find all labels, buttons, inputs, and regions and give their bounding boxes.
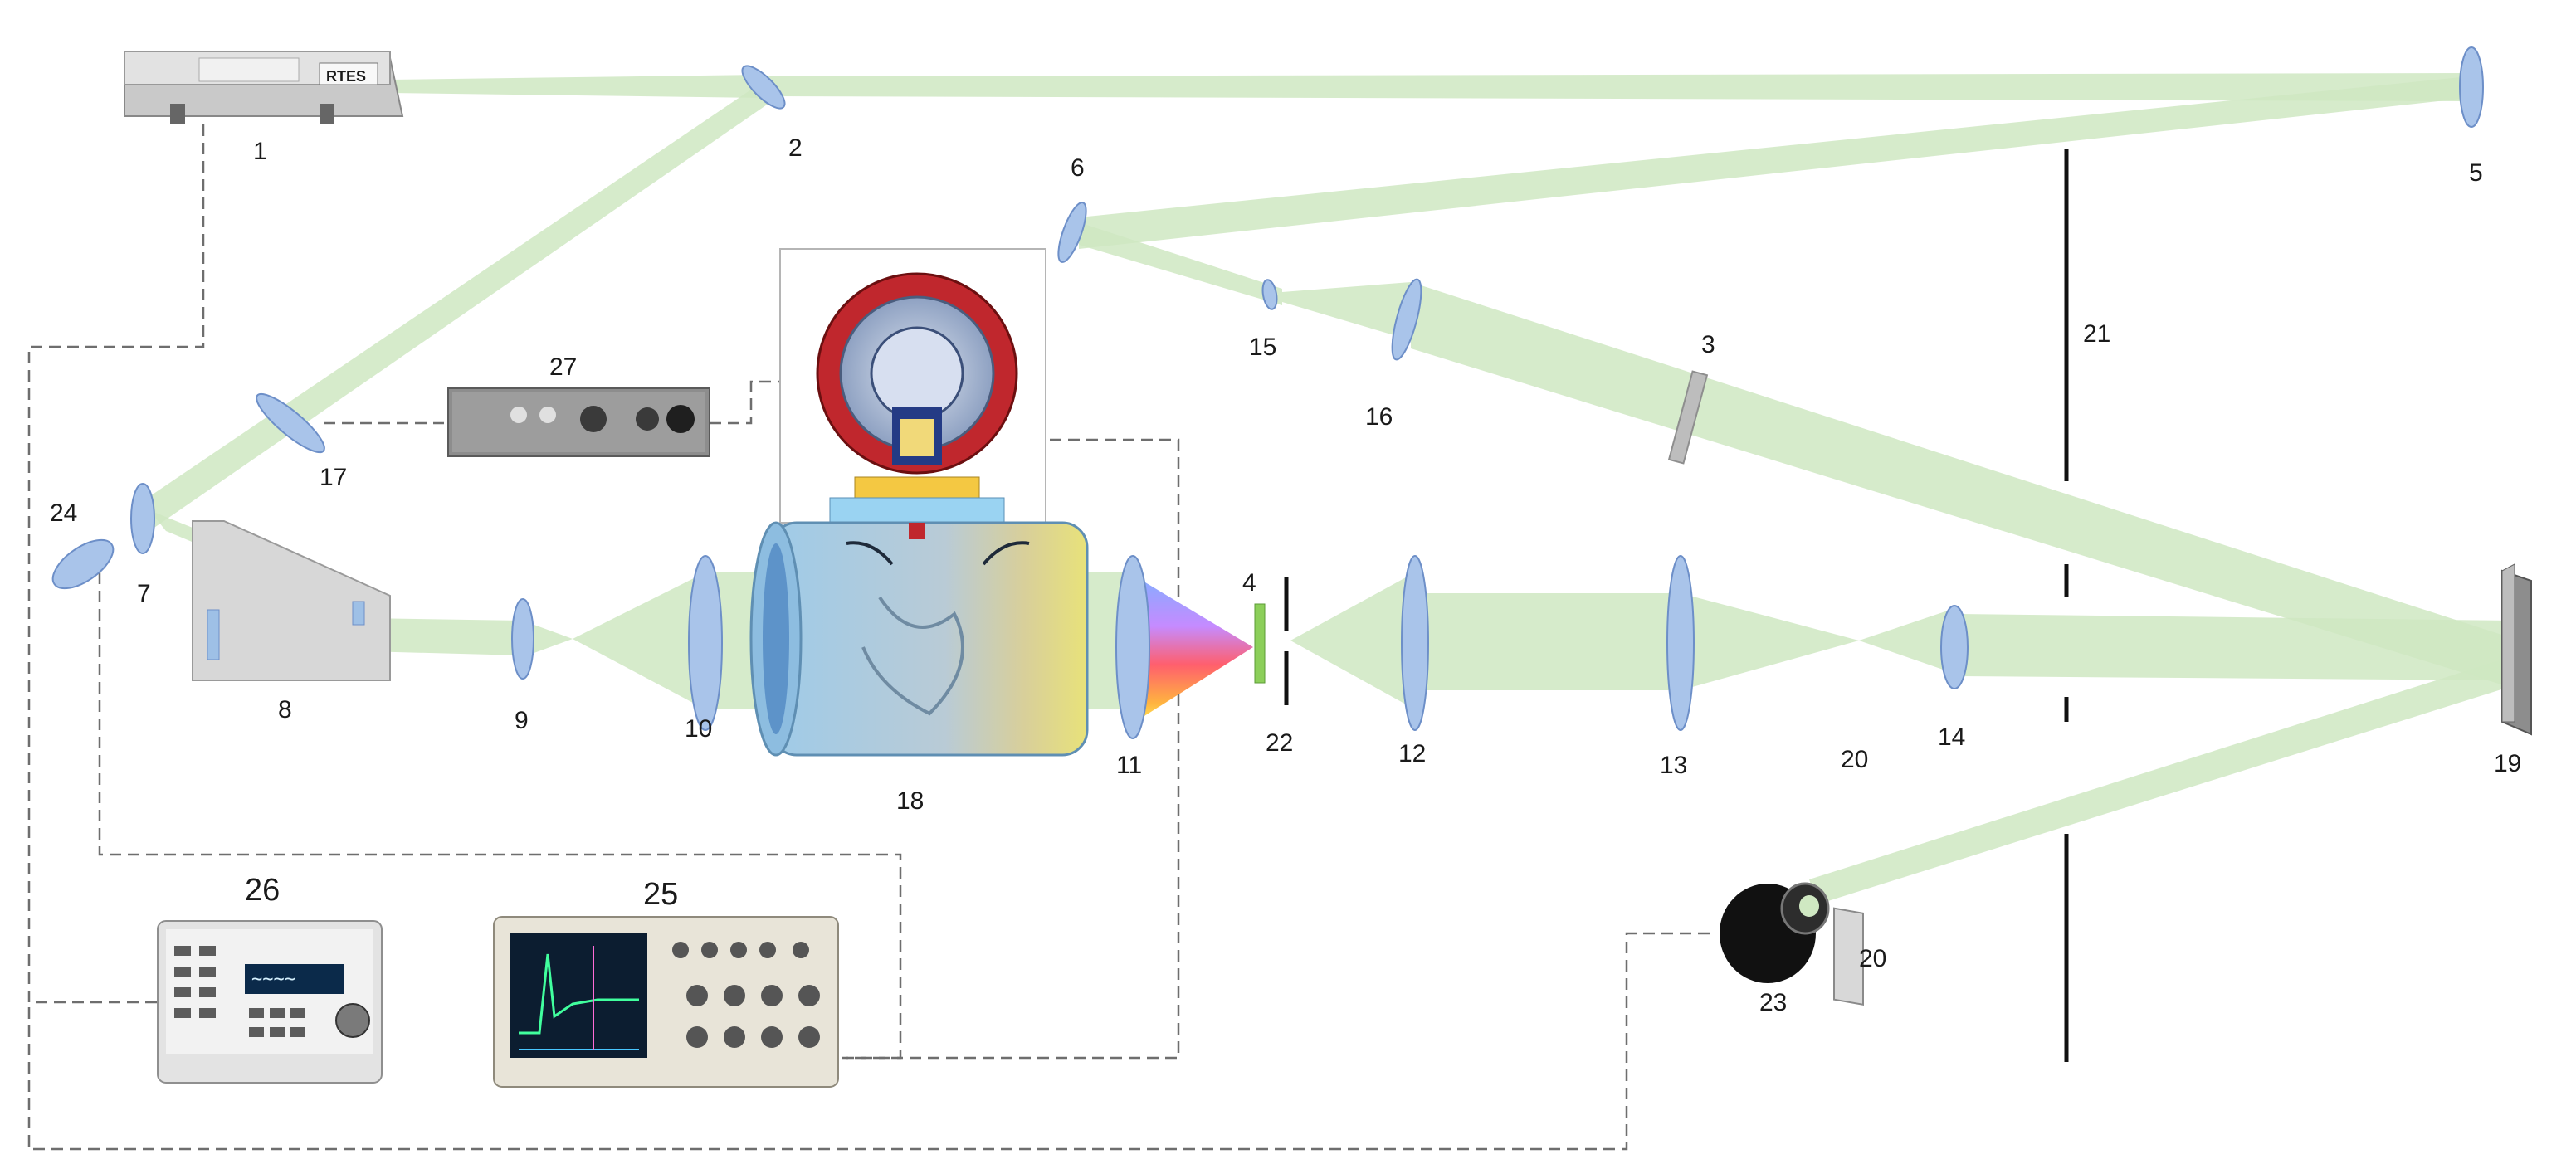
lens-16 (1391, 278, 1422, 361)
beam-mirror-2-to-lens-17 (133, 90, 772, 531)
lens-11 (1115, 555, 1150, 739)
lens-15 (1261, 279, 1278, 310)
label-13: 13 (1660, 752, 1687, 779)
component-labels: 1 2 3 4 5 6 7 8 9 10 11 12 13 14 15 16 1… (50, 134, 2521, 1016)
lens-10 (688, 555, 723, 731)
filter-4 (1254, 603, 1266, 684)
controller-27 (447, 387, 710, 457)
label-10: 10 (685, 715, 712, 743)
beam-lens-16-to-grating-19 (1411, 282, 2515, 689)
label-21: 21 (2083, 320, 2110, 348)
beam-lens-9-focus (523, 621, 573, 657)
cable-laser-trigger (27, 124, 205, 1004)
label-3: 3 (1701, 331, 1715, 358)
lens-9 (511, 598, 534, 680)
signal-cables (27, 124, 1710, 1151)
beam-lens-12-to-lens-13 (1415, 593, 1681, 690)
beam-mirror-6-to-lens-15 (1079, 222, 1282, 305)
beam-lens-13-to-filter-20 (1681, 593, 1859, 690)
lens-12 (1401, 555, 1429, 731)
lens-13 (1666, 555, 1695, 731)
label-26: 26 (245, 873, 280, 908)
beam-mirror-2-to-mirror-5 (768, 73, 2469, 101)
dispersion-cone (1129, 572, 1253, 726)
label-23: 23 (1759, 989, 1787, 1016)
beam-laser-to-mirror-2 (390, 75, 764, 98)
vacuum-chamber-18 (749, 248, 1089, 757)
label-1: 1 (253, 138, 267, 165)
beam-aperture-to-lens-12 (1290, 572, 1415, 709)
label-14: 14 (1938, 723, 1965, 751)
cable-chamber-to-scope (846, 438, 1180, 1060)
function-generator-26: ~~~~ (157, 920, 383, 1084)
filter-3 (1667, 370, 1709, 465)
label-24: 24 (50, 499, 77, 527)
beam-prism-to-lens-9 (365, 618, 523, 655)
oscilloscope-25 (493, 916, 839, 1088)
mirror-2 (741, 65, 786, 110)
beam-filter-20-to-lens-14 (1859, 610, 1950, 672)
label-12: 12 (1398, 740, 1426, 767)
cable-mirror-7-to-scope (98, 572, 902, 1060)
label-22: 22 (1266, 729, 1293, 757)
lens-17 (256, 392, 325, 454)
filter-20 (1833, 907, 1864, 1006)
label-11: 11 (1116, 752, 1142, 779)
label-2: 2 (788, 134, 803, 162)
mirror-24 (51, 538, 115, 590)
cable-detector-to-loop (27, 932, 1710, 1151)
laser-beams (133, 73, 2515, 904)
label-20-detector: 20 (1859, 945, 1886, 972)
detector-23 (1720, 882, 1830, 983)
svg-text:~~~~: ~~~~ (251, 969, 295, 990)
mirror-7 (130, 483, 155, 554)
label-17: 17 (320, 464, 347, 491)
beam-lens-15-to-lens-16 (1282, 282, 1411, 340)
label-18: 18 (896, 787, 924, 815)
laser-badge: RTES (326, 68, 366, 85)
grating-19 (2501, 563, 2532, 736)
label-4: 4 (1242, 569, 1256, 597)
prism-assembly-8 (192, 520, 391, 681)
label-25: 25 (643, 877, 678, 912)
beam-lens-14-to-grating-19 (1959, 614, 2515, 680)
label-27: 27 (549, 353, 577, 381)
label-19: 19 (2494, 750, 2521, 777)
label-6: 6 (1071, 154, 1085, 182)
lens-14 (1940, 605, 1969, 689)
label-20-filter: 20 (1841, 746, 1868, 773)
label-15: 15 (1249, 334, 1276, 361)
beam-focus-to-lens-10 (573, 572, 705, 709)
laser-source: RTES (124, 51, 404, 124)
label-8: 8 (278, 696, 292, 723)
mirror-6 (1057, 202, 1087, 263)
beam-grating-to-detector-23 (1809, 655, 2515, 904)
label-7: 7 (137, 580, 151, 607)
label-16: 16 (1365, 403, 1393, 431)
label-9: 9 (515, 707, 529, 734)
mirror-5 (2459, 46, 2484, 128)
label-5: 5 (2469, 159, 2483, 187)
beam-mirror-5-to-mirror-6 (1079, 76, 2469, 249)
